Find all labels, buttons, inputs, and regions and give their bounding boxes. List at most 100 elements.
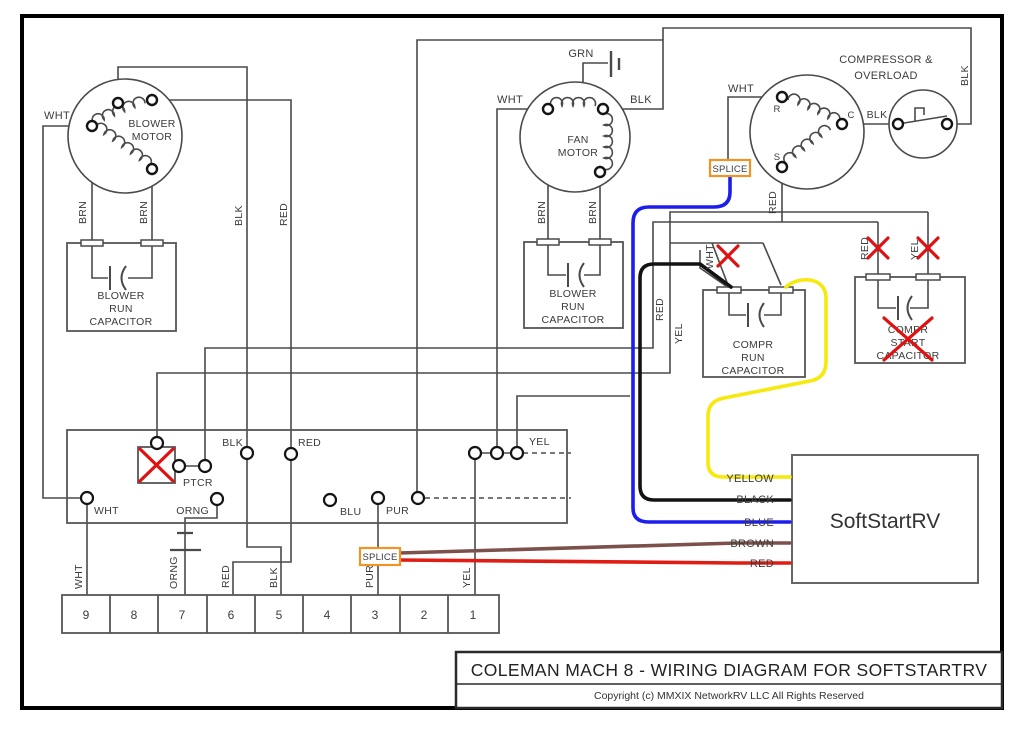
wire-blue-softstart	[631, 174, 792, 524]
yel-label-mid: YEL	[673, 323, 685, 344]
blower-cap-label-1: BLOWER	[97, 290, 144, 302]
fan-run-cap-box	[523, 241, 624, 329]
terminal	[85, 119, 99, 133]
compressor-body	[749, 74, 865, 190]
terminal	[111, 96, 125, 110]
compr-run-cap-label-1: COMPR	[733, 339, 774, 351]
red-label-cut: RED	[859, 237, 871, 260]
blower-cap-symbol	[109, 265, 127, 291]
strip-number: 6	[228, 608, 235, 622]
grn-label: GRN	[568, 48, 593, 60]
board-terminal-yel-1	[467, 445, 483, 461]
blower-coil-bottom	[94, 122, 153, 168]
strip-red-label: RED	[220, 565, 232, 588]
compressor-label-2: OVERLOAD	[854, 70, 918, 82]
wire-black-softstart	[638, 262, 792, 502]
cap-terminal	[536, 238, 560, 246]
board-terminal-ptcr-a	[171, 458, 187, 474]
board-yel-label: YEL	[529, 436, 550, 448]
terminal-s-label: S	[774, 152, 781, 163]
splice-bottom-label: SPLICE	[363, 552, 398, 563]
softstart-brown-label: BROWN	[730, 538, 774, 550]
strip-number: 1	[470, 608, 477, 622]
terminal-c	[835, 117, 849, 131]
fan-motor-label-1: FAN	[567, 134, 588, 146]
board-wht-label: WHT	[94, 505, 119, 517]
brn-label: BRN	[536, 201, 548, 224]
strip-number: 4	[324, 608, 331, 622]
title-block: COLEMAN MACH 8 - WIRING DIAGRAM FOR SOFT…	[454, 650, 1004, 710]
fan-motor-label-2: MOTOR	[558, 147, 599, 159]
board-terminal-blk	[239, 445, 255, 461]
compr-run-cap-symbol	[747, 302, 765, 328]
wire-yel-start-circuit	[156, 211, 929, 443]
strip-number: 5	[276, 608, 283, 622]
x-mark-red-cut	[866, 236, 890, 260]
strip-number: 8	[131, 608, 138, 622]
wht-label-cut: WHT	[704, 244, 716, 269]
terminal	[593, 165, 607, 179]
strip-number: 3	[372, 608, 379, 622]
compr-run-cap-box	[702, 289, 806, 378]
brn-label: BRN	[138, 201, 150, 224]
compr-start-cap-symbol	[897, 295, 913, 321]
wire-red-blower-to-strip	[152, 99, 292, 595]
fan-cap-symbol	[567, 262, 585, 288]
splice-bottom: SPLICE	[358, 546, 402, 567]
fan-cap-label-1: BLOWER	[549, 288, 596, 300]
compr-run-cap-leads	[728, 293, 782, 316]
strip-number: 2	[421, 608, 428, 622]
board-terminal-yel-3	[509, 445, 525, 461]
wire-blk-overload-top	[662, 27, 972, 125]
board-blk-label: BLK	[222, 437, 243, 449]
compr-start-cap-leads	[877, 280, 929, 309]
softstart-box	[791, 454, 979, 584]
brn-label: BRN	[587, 201, 599, 224]
board-blu-label: BLU	[340, 506, 361, 518]
compr-run-cap-label-2: RUN	[741, 352, 765, 364]
strip-yel-label: YEL	[461, 567, 473, 588]
board-terminal-orng	[209, 491, 225, 507]
terminal-strip-dividers	[109, 595, 449, 633]
brn-label: BRN	[77, 201, 89, 224]
compressor-coil-run	[787, 93, 841, 124]
cap-terminal	[768, 286, 794, 294]
board-terminal-wht	[79, 490, 95, 506]
diagram-title: COLEMAN MACH 8 - WIRING DIAGRAM FOR SOFT…	[471, 660, 988, 680]
blower-motor-label-2: MOTOR	[132, 131, 173, 143]
wire-yel-board-feed	[516, 395, 630, 453]
softstart-blue-label: BLUE	[744, 517, 774, 529]
board-pur-label: PUR	[386, 505, 409, 517]
wire-wht-cut-stub	[699, 250, 727, 287]
terminal	[940, 117, 954, 131]
wire-orng-board-strip	[184, 499, 218, 595]
yel-label-cut: YEL	[909, 239, 921, 260]
x-mark-ptcr	[138, 447, 175, 483]
splice-top-label: SPLICE	[713, 164, 748, 175]
blower-cap-label-3: CAPACITOR	[90, 316, 153, 328]
blk-label-overload: BLK	[959, 65, 971, 86]
compr-run-cap-label-3: CAPACITOR	[722, 365, 785, 377]
ground-symbol-orng	[170, 531, 201, 552]
blower-run-cap-box	[66, 242, 177, 332]
overload-contact	[897, 107, 948, 125]
blk-label-mid: BLK	[867, 109, 888, 121]
ground-symbol-fan	[609, 51, 621, 77]
board-orng-label: ORNG	[176, 505, 209, 517]
board-terminal-yel-2	[489, 445, 505, 461]
terminal	[145, 162, 159, 176]
control-board-box	[66, 429, 568, 524]
fan-cap-label-3: CAPACITOR	[542, 314, 605, 326]
wire-yel-trio-strip	[474, 452, 517, 595]
board-terminal-blu	[322, 492, 338, 508]
red-label-vertical: RED	[278, 203, 290, 226]
strip-orng-label: ORNG	[168, 556, 180, 589]
cap-terminal	[716, 286, 742, 294]
terminal-r-label: R	[773, 104, 780, 115]
fan-cap-leads	[547, 245, 601, 276]
terminal-c-label: C	[847, 110, 854, 121]
wire-wht-blower-to-board	[42, 125, 92, 595]
overload-body	[888, 89, 958, 159]
compr-start-cap-box	[854, 276, 966, 364]
strip-number: 9	[83, 608, 90, 622]
